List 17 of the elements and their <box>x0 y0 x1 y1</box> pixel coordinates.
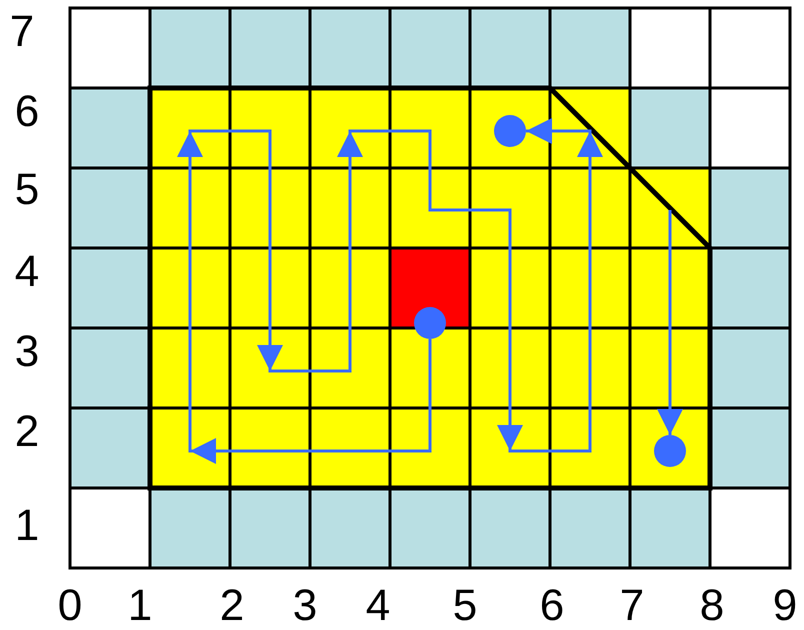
axis-number: 5 <box>14 168 40 212</box>
axis-number: 7 <box>10 10 34 54</box>
axis-number: 5 <box>452 584 478 628</box>
axis-number: 6 <box>540 584 564 628</box>
axis-number: 7 <box>620 584 644 628</box>
axis-number: 2 <box>14 410 40 454</box>
axis-number: 1 <box>14 504 40 548</box>
axis-number: 3 <box>14 330 40 374</box>
axis-number: 0 <box>58 584 82 628</box>
axis-number: 9 <box>772 584 798 628</box>
axis-number: 2 <box>220 584 244 628</box>
axis-number: 4 <box>366 584 390 628</box>
axis-number: 8 <box>700 584 724 628</box>
axis-number: 3 <box>292 584 318 628</box>
axis-number: 1 <box>128 584 152 628</box>
axis-number: 6 <box>14 90 40 134</box>
axis-number: 4 <box>14 250 40 294</box>
